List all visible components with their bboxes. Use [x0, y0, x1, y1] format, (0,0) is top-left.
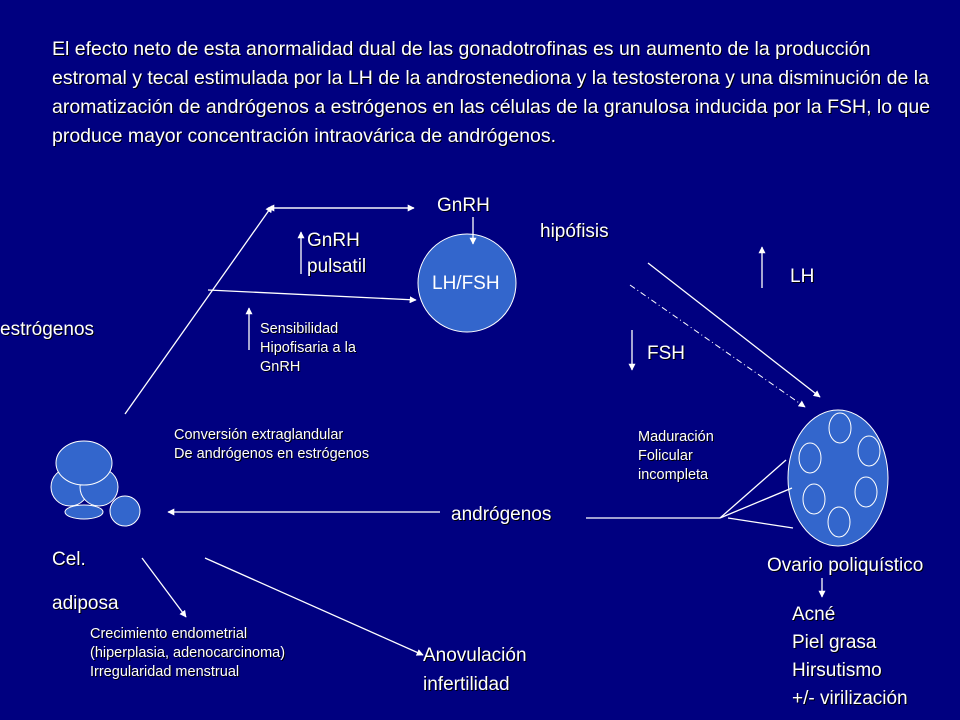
label-gnrh-pulsatil-line: GnRH — [307, 230, 360, 251]
label-fsh: FSH — [647, 343, 685, 364]
symptoms-list: Acné Piel grasa Hirsutismo +/- virilizac… — [792, 601, 908, 713]
symptom-item: +/- virilización — [792, 688, 908, 709]
arrow-anovulacion — [204, 557, 424, 656]
label-ovario-poliquistico: Ovario poliquístico — [767, 555, 924, 576]
follicle — [854, 476, 878, 508]
label-conversion-line: Conversión extraglandular — [174, 427, 344, 443]
symptom-item: Hirsutismo — [792, 660, 882, 681]
ovary-shape — [787, 409, 889, 547]
label-sensibilidad: Sensibilidad Hipofisaria a la GnRH — [260, 320, 356, 377]
label-estrogenos: estrógenos — [0, 319, 95, 340]
arrow-to-pituitary — [207, 289, 417, 304]
label-cel-adiposa: Cel. adiposa — [52, 538, 119, 626]
label-sensibilidad-line: GnRH — [260, 359, 301, 375]
intro-paragraph: El efecto neto de esta anormalidad dual … — [52, 38, 931, 147]
line-maduracion-1 — [719, 459, 787, 519]
adipose-cells — [50, 440, 141, 527]
label-crecimiento: Crecimiento endometrial (hiperplasia, ad… — [90, 625, 285, 682]
pituitary-circle — [417, 233, 517, 333]
symptom-item: Piel grasa — [792, 632, 877, 653]
label-anovulacion: Anovulación infertilidad — [423, 641, 527, 699]
label-gnrh-pulsatil: GnRH pulsatil — [307, 228, 366, 280]
label-lh-fsh: LH/FSH — [432, 273, 500, 294]
label-crecimiento-line: Crecimiento endometrial — [90, 626, 248, 642]
label-cel-adiposa-line: Cel. — [52, 549, 86, 570]
label-gnrh-top: GnRH — [437, 195, 490, 216]
label-conversion-line: De andrógenos en estrógenos — [174, 446, 370, 462]
symptom-item: Acné — [792, 604, 836, 625]
label-crecimiento-line: Irregularidad menstrual — [90, 664, 240, 680]
follicle — [802, 483, 826, 515]
label-cel-adiposa-line: adiposa — [52, 593, 119, 614]
follicle — [857, 435, 881, 467]
label-gnrh-pulsatil-line: pulsatil — [307, 256, 367, 277]
arrow-hipofisis-to-ovary — [647, 262, 821, 398]
label-anovulacion-line: infertilidad — [423, 674, 510, 695]
line-maduracion-3 — [727, 517, 794, 529]
label-hipofisis: hipófisis — [540, 221, 609, 242]
label-androgenos: andrógenos — [451, 504, 552, 525]
label-maduracion-line: Maduración — [638, 429, 714, 445]
follicle — [827, 506, 851, 538]
line-maduracion-2 — [719, 487, 793, 519]
label-crecimiento-line: (hiperplasia, adenocarcinoma) — [90, 645, 286, 661]
follicle — [828, 412, 852, 444]
label-sensibilidad-line: Hipofisaria a la — [260, 340, 356, 356]
arrow-fsh-dashed — [629, 284, 806, 408]
label-maduracion: Maduración Folicular incompleta — [638, 428, 714, 485]
label-maduracion-line: incompleta — [638, 467, 709, 483]
label-sensibilidad-line: Sensibilidad — [260, 321, 339, 337]
arrow-crecimiento — [141, 557, 187, 618]
label-maduracion-line: Folicular — [638, 448, 693, 464]
follicle — [798, 442, 822, 474]
label-anovulacion-line: Anovulación — [423, 645, 527, 666]
label-lh: LH — [790, 266, 815, 287]
arrow-estrogenos-up — [124, 205, 273, 415]
label-conversion: Conversión extraglandular De andrógenos … — [174, 426, 369, 464]
